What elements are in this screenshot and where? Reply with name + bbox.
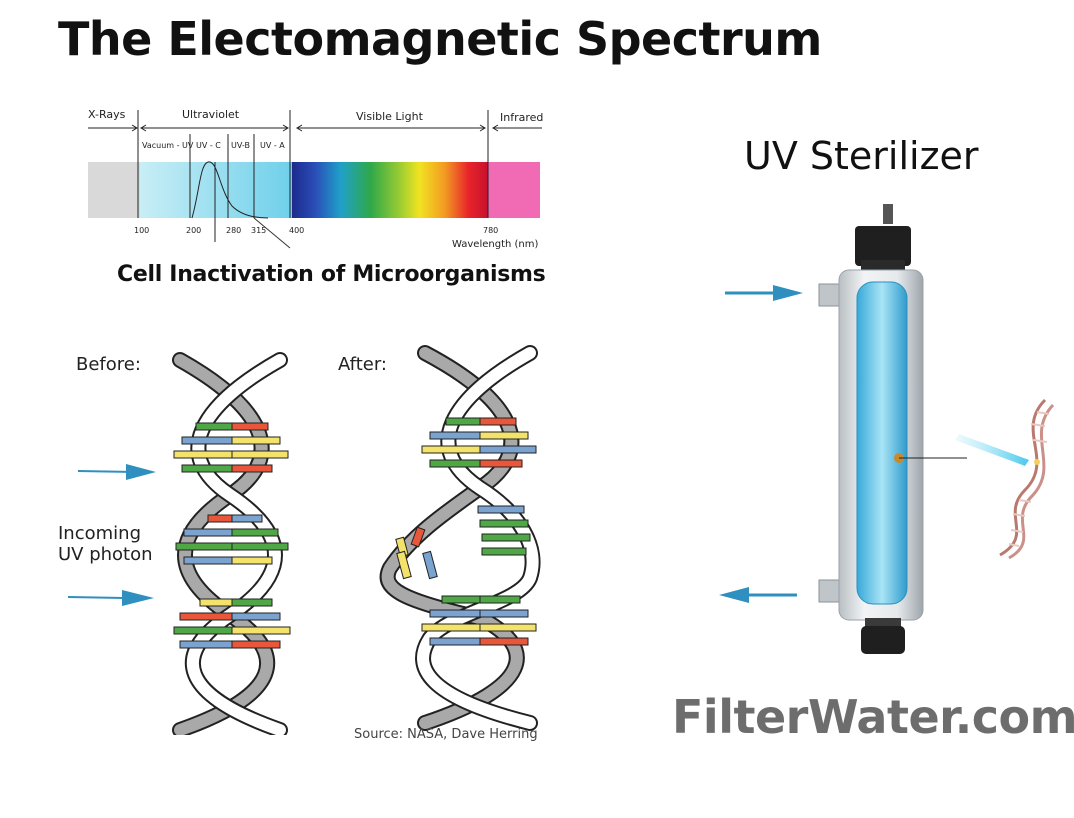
dna-before bbox=[172, 352, 291, 735]
tick-315: 315 bbox=[251, 226, 266, 235]
tick-200: 200 bbox=[186, 226, 201, 235]
dna-strand-icon bbox=[999, 398, 1055, 560]
inlet-arrow-icon bbox=[773, 285, 803, 301]
uv-lamp bbox=[856, 281, 908, 605]
dna-after bbox=[379, 345, 541, 731]
uv-band bbox=[140, 162, 292, 218]
outlet-arrow-icon bbox=[719, 587, 749, 603]
tick-780: 780 bbox=[483, 226, 498, 235]
band-dividers bbox=[137, 110, 489, 218]
xray-band bbox=[88, 162, 140, 218]
absorption-curve bbox=[191, 161, 269, 219]
uv-sterilizer-title: UV Sterilizer bbox=[744, 134, 979, 178]
page-title: The Electomagnetic Spectrum bbox=[58, 12, 822, 66]
band-label-xrays: X-Rays bbox=[88, 108, 126, 121]
subband-uvb: UV-B bbox=[231, 141, 250, 150]
axis-label: Wavelength (nm) bbox=[452, 239, 538, 250]
photon-label-line2: UV photon bbox=[58, 544, 153, 565]
band-arrows bbox=[88, 124, 542, 132]
photon-arrow-icon bbox=[122, 590, 154, 606]
tick-400: 400 bbox=[289, 226, 304, 235]
band-label-visible: Visible Light bbox=[356, 110, 424, 123]
visible-band bbox=[292, 162, 488, 218]
photon-arrows bbox=[67, 464, 156, 606]
spectrum-diagram: X-Rays Ultraviolet Visible Light Infrare… bbox=[88, 108, 543, 250]
tick-100: 100 bbox=[134, 226, 149, 235]
photon-arrow-icon bbox=[126, 464, 156, 480]
tick-280: 280 bbox=[226, 226, 241, 235]
source-credit: Source: NASA, Dave Herring bbox=[354, 727, 538, 742]
uv-beam bbox=[955, 434, 1029, 466]
subband-uva: UV - A bbox=[260, 141, 285, 150]
band-label-infrared: Infrared bbox=[500, 111, 543, 124]
before-label: Before: bbox=[76, 354, 141, 375]
after-label: After: bbox=[338, 354, 387, 375]
infrared-band bbox=[488, 162, 540, 218]
photon-label-line1: Incoming bbox=[58, 523, 141, 544]
band-label-ultraviolet: Ultraviolet bbox=[182, 108, 240, 121]
brand-logo-text: FilterWater.com bbox=[672, 690, 1074, 744]
subband-vacuum-uv: Vacuum - UV bbox=[142, 141, 194, 150]
top-cap bbox=[855, 226, 911, 266]
cell-inactivation-title: Cell Inactivation of Microorganisms bbox=[117, 262, 546, 287]
bottom-cap bbox=[861, 626, 905, 654]
subband-uvc: UV - C bbox=[196, 141, 221, 150]
uv-sterilizer-illustration bbox=[719, 204, 1055, 654]
